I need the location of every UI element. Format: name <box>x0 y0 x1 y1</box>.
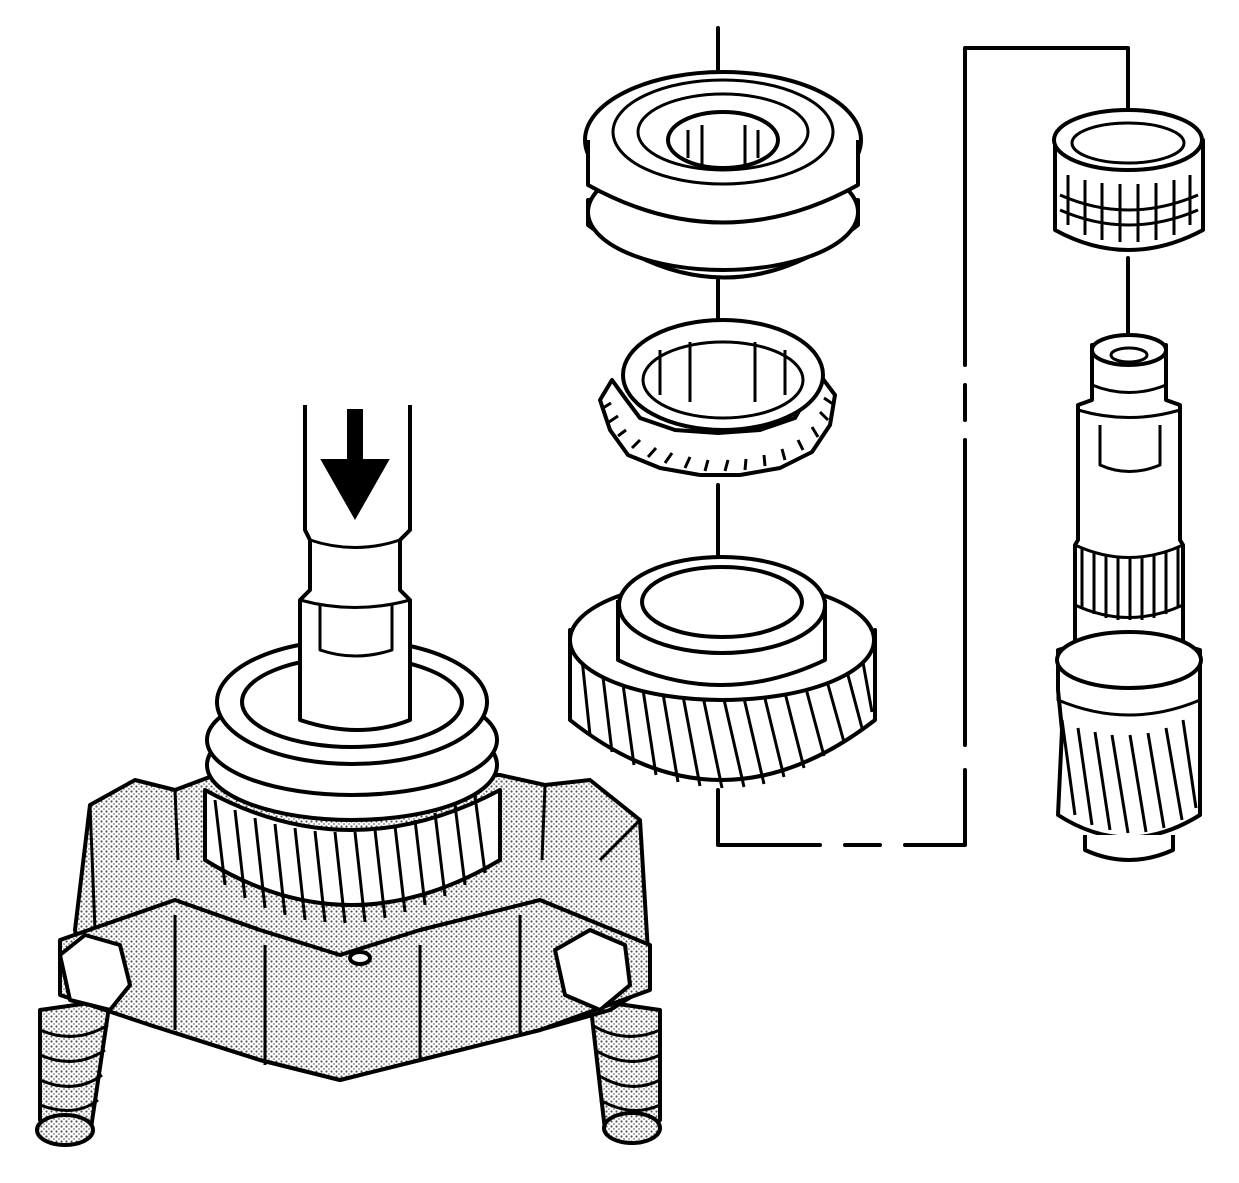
right-hex-nut <box>553 928 632 1012</box>
press-direction-arrow <box>320 409 390 521</box>
input-shaft <box>1055 333 1203 862</box>
helical-gear <box>568 555 877 789</box>
right-bolt <box>588 998 662 1145</box>
left-hex-nut <box>58 933 132 1012</box>
press-ram <box>298 405 412 732</box>
synchronizer-hub <box>583 70 863 280</box>
blocking-ring <box>598 318 837 477</box>
needle-bearing <box>1052 108 1205 252</box>
left-bolt <box>35 998 112 1147</box>
